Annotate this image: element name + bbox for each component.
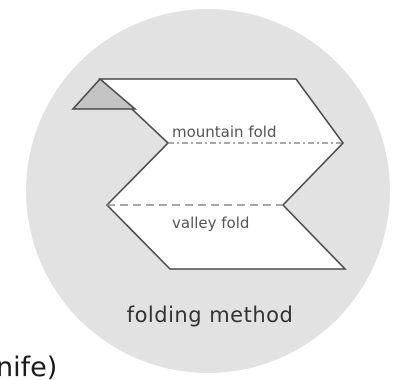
folded-paper-shape: [97, 78, 347, 270]
caption-label: folding method: [127, 303, 294, 327]
valley-fold-label: valley fold: [172, 214, 249, 232]
cut-off-text: nife): [0, 352, 57, 380]
mountain-fold-label: mountain fold: [172, 123, 276, 141]
corner-flap: [71, 77, 138, 110]
